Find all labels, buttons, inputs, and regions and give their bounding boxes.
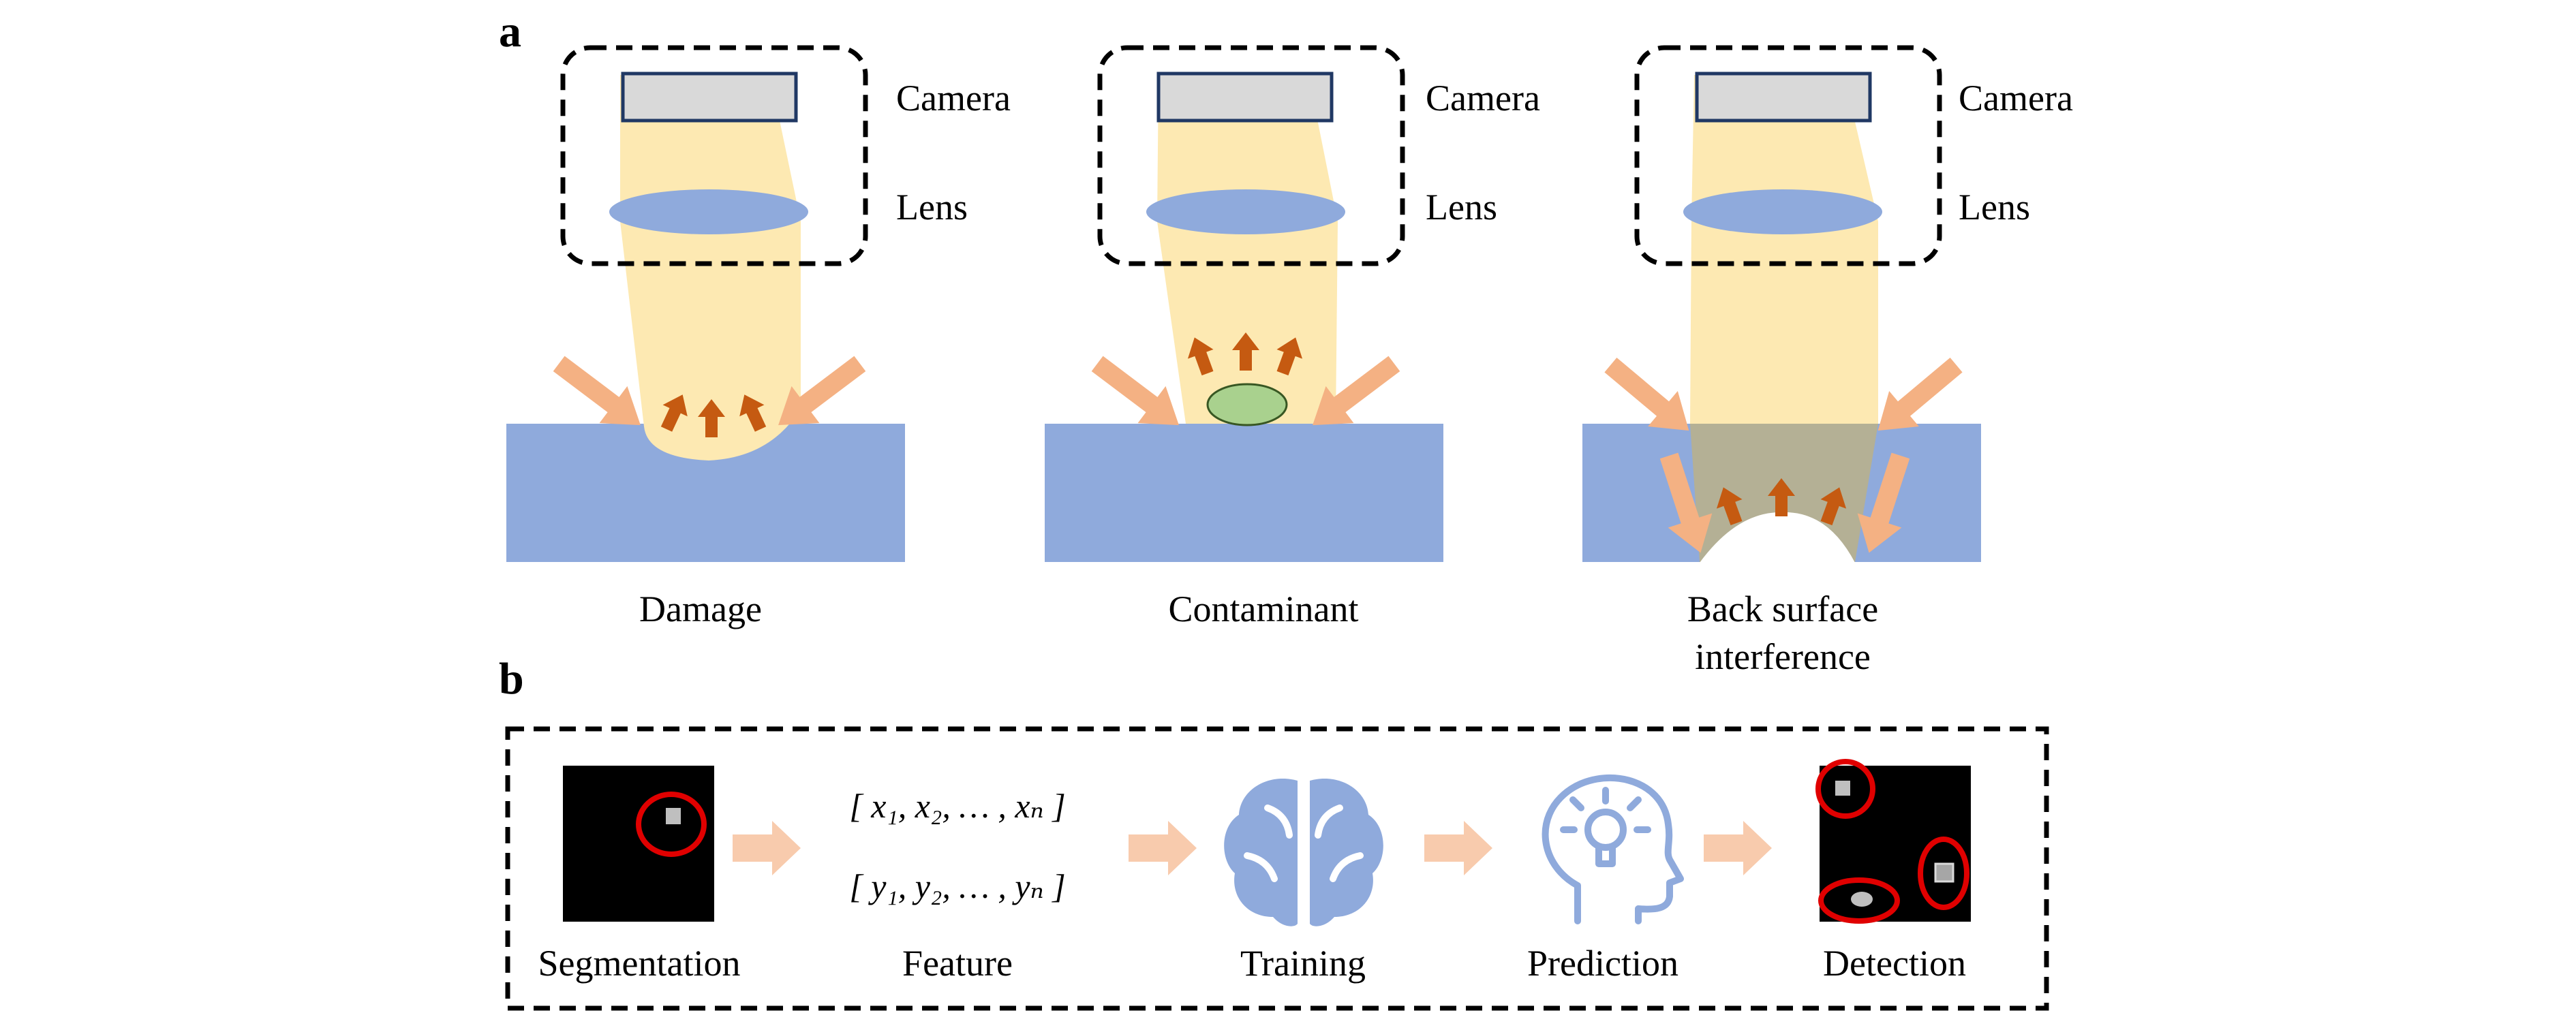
prediction-label: Prediction: [1527, 943, 1678, 984]
lens-icon: [1683, 189, 1882, 234]
camera-label: Camera: [1959, 78, 2073, 119]
flow-arrow: [1129, 821, 1197, 875]
detected-defect: [1851, 892, 1873, 907]
camera-sensor: [621, 72, 798, 123]
light-beam: [1690, 75, 1878, 424]
segmentation-label: Segmentation: [538, 943, 741, 984]
segmented-defect: [666, 808, 681, 824]
lens-icon: [609, 189, 808, 234]
step-feature: [ x₁, x₂, … , xₙ ] [ y₁, y₂, … , yₙ ] Fe…: [849, 787, 1065, 984]
case-damage: Camera Lens Damage: [506, 45, 1011, 629]
back-surface-defect: [1700, 512, 1855, 563]
lens-icon: [1146, 189, 1345, 234]
back-surface-label-line2: interference: [1695, 636, 1871, 677]
detection-circle: [1815, 759, 1875, 819]
detection-circle: [1818, 877, 1900, 924]
step-detection: Detection: [1815, 759, 1971, 984]
camera-label: Camera: [896, 78, 1011, 119]
contaminant-label: Contaminant: [1169, 589, 1359, 629]
flow-arrow: [733, 821, 801, 875]
light-beam: [620, 75, 801, 460]
panel-b-label: b: [499, 654, 524, 704]
lens-label: Lens: [1959, 187, 2030, 228]
head-lightbulb-icon: [1542, 775, 1684, 924]
case-contaminant: Camera Lens Contaminant: [1045, 45, 1540, 629]
flow-arrow: [1704, 821, 1772, 875]
lens-label: Lens: [1426, 187, 1497, 228]
feature-vector-x: [ x₁, x₂, … , xₙ ]: [849, 787, 1065, 825]
step-training: Training: [1224, 779, 1383, 984]
camera-sensor: [1695, 72, 1872, 123]
camera-dashed-box: [1634, 45, 1942, 266]
panel-a-label: a: [499, 7, 521, 57]
feature-label: Feature: [902, 943, 1013, 984]
light-beam: [1157, 75, 1338, 424]
step-segmentation: Segmentation: [538, 766, 741, 984]
back-surface-label-line1: Back surface: [1687, 589, 1878, 629]
brain-icon: [1224, 779, 1383, 926]
case-back-surface: Camera Lens Back surface interference: [1582, 45, 2073, 677]
detection-circle: [636, 792, 707, 857]
pipeline-dashed-box: [505, 726, 2049, 1011]
step-prediction: Prediction: [1527, 775, 1684, 984]
contaminant-particle: [1206, 383, 1288, 426]
damage-label: Damage: [639, 589, 762, 629]
detection-circle: [1918, 837, 1969, 910]
detection-label: Detection: [1823, 943, 1966, 984]
lens-label: Lens: [896, 187, 968, 228]
detected-defect: [1934, 862, 1954, 883]
sample-block: [1045, 424, 1443, 562]
detected-defect: [1835, 781, 1850, 796]
flow-arrow: [1424, 821, 1492, 875]
camera-dashed-box: [560, 45, 868, 266]
camera-sensor: [1156, 72, 1334, 123]
segmentation-image: [563, 766, 714, 922]
training-label: Training: [1240, 943, 1366, 984]
feature-vector-y: [ y₁, y₂, … , yₙ ]: [849, 867, 1065, 905]
camera-dashed-box: [1097, 45, 1405, 266]
camera-label: Camera: [1426, 78, 1540, 119]
